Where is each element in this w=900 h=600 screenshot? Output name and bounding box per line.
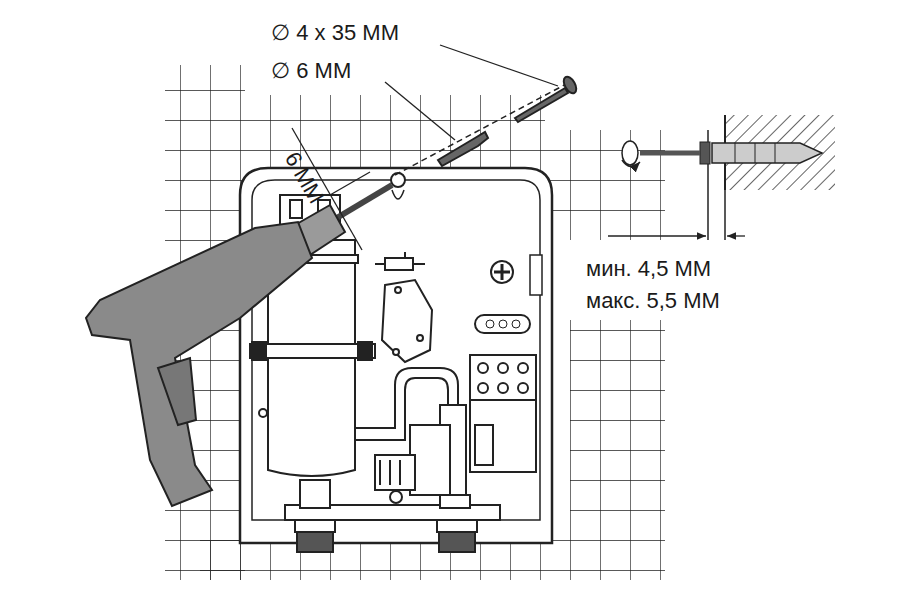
dimension-label: ∅ 4 x 35 ММ [268, 20, 402, 45]
dimension-label: макс. 5,5 ММ [583, 288, 723, 313]
water-connectors [285, 480, 500, 552]
terminal-block [470, 355, 536, 472]
water-pipe [355, 368, 466, 503]
wall-tiles [165, 65, 665, 580]
dimension-label: ∅ 6 ММ [268, 58, 354, 83]
screw-and-dowel [395, 75, 579, 175]
wall-section [608, 115, 835, 240]
power-drill [86, 185, 392, 506]
dimension-label: мин. 4,5 ММ [583, 256, 714, 281]
control-unit [375, 252, 432, 362]
